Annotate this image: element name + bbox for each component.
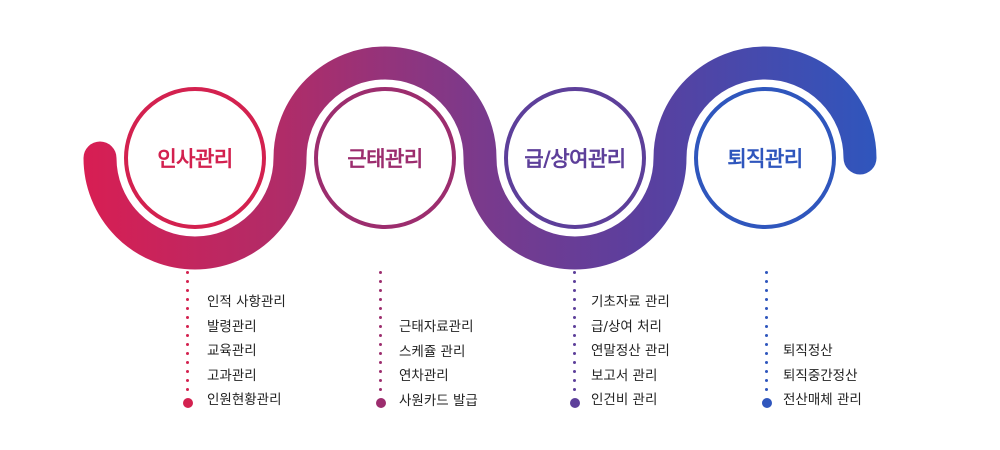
sublist-item[interactable]: 근태자료관리	[399, 319, 474, 335]
connector-dot	[185, 334, 189, 337]
dotted-connector-hr	[185, 271, 189, 397]
connector-dot	[378, 298, 382, 301]
connector-dot	[185, 379, 189, 382]
connector-dot	[572, 325, 576, 328]
sublist-item[interactable]: 퇴직중간정산	[783, 367, 858, 384]
connector-dot	[764, 271, 768, 274]
bullet-dot-hr	[183, 398, 193, 408]
connector-dot	[572, 388, 576, 391]
connector-dot	[764, 307, 768, 310]
stage-title-attendance: 근태관리	[347, 147, 423, 171]
dotted-connector-payroll	[572, 271, 576, 397]
connector-dot	[764, 361, 768, 364]
connector-dot	[378, 361, 382, 364]
connector-dot	[378, 388, 382, 391]
stage-circle-attendance[interactable]: 근태관리	[314, 87, 456, 229]
sublist-item[interactable]: 기초자료 관리	[591, 294, 670, 310]
connector-dot	[764, 298, 768, 301]
connector-dot	[572, 361, 576, 364]
connector-dot	[378, 370, 382, 373]
sublist-item[interactable]: 인원현황관리	[207, 392, 282, 409]
connector-dot	[185, 325, 189, 328]
stage-circle-payroll[interactable]: 급/상여관리	[504, 87, 646, 229]
connector-dot	[572, 316, 576, 319]
connector-dot	[185, 370, 189, 373]
connector-dot	[572, 370, 576, 373]
connector-dot	[764, 370, 768, 373]
connector-dot	[185, 343, 189, 346]
connector-dot	[764, 379, 768, 382]
connector-dot	[185, 271, 189, 274]
connector-dot	[764, 343, 768, 346]
bullet-dot-retirement	[762, 398, 772, 408]
sublist-item[interactable]: 스케쥴 관리	[399, 343, 466, 360]
connector-dot	[185, 289, 189, 292]
connector-dot	[572, 352, 576, 355]
sublist-item[interactable]: 연차관리	[399, 368, 449, 385]
connector-dot	[185, 316, 189, 319]
connector-dot	[185, 352, 189, 355]
connector-dot	[572, 271, 576, 274]
stage-title-payroll: 급/상여관리	[524, 147, 626, 171]
sublist-item[interactable]: 발령관리	[207, 318, 257, 335]
connector-dot	[185, 388, 189, 391]
connector-dot	[378, 316, 382, 319]
connector-dot	[572, 289, 576, 292]
connector-dot	[572, 343, 576, 346]
connector-dot	[764, 289, 768, 292]
connector-dot	[764, 352, 768, 355]
connector-dot	[378, 352, 382, 355]
connector-dot	[572, 307, 576, 310]
connector-dot	[378, 280, 382, 283]
connector-dot	[378, 343, 382, 346]
sublist-item[interactable]: 사원카드 발급	[399, 392, 478, 409]
connector-dot	[185, 361, 189, 364]
connector-dot	[764, 316, 768, 319]
connector-dot	[572, 379, 576, 382]
dotted-connector-retirement	[764, 271, 768, 397]
sublist-item[interactable]: 연말정산 관리	[591, 343, 670, 360]
sublist-item[interactable]: 인건비 관리	[591, 392, 658, 409]
connector-dot	[378, 289, 382, 292]
dotted-connector-attendance	[378, 271, 382, 397]
connector-dot	[185, 280, 189, 283]
stage-circle-retirement[interactable]: 퇴직관리	[694, 87, 836, 229]
connector-dot	[572, 334, 576, 337]
connector-dot	[764, 334, 768, 337]
connector-dot	[764, 388, 768, 391]
sublist-item[interactable]: 고과관리	[207, 367, 257, 384]
sublist-item[interactable]: 보고서 관리	[591, 367, 658, 384]
sublist-item[interactable]: 전산매체 관리	[783, 392, 862, 409]
bullet-dot-payroll	[570, 398, 580, 408]
stage-title-hr: 인사관리	[157, 147, 233, 171]
connector-dot	[572, 280, 576, 283]
sublist-item[interactable]: 퇴직정산	[783, 343, 833, 359]
sublist-item[interactable]: 교육관리	[207, 343, 257, 360]
connector-dot	[378, 334, 382, 337]
stage-title-retirement: 퇴직관리	[727, 147, 803, 171]
sublist-item[interactable]: 급/상여 처리	[591, 318, 662, 335]
wave-path	[83, 46, 877, 270]
connector-dot	[378, 325, 382, 328]
connector-dot	[378, 307, 382, 310]
connector-dot	[764, 325, 768, 328]
stage-circle-hr[interactable]: 인사관리	[124, 87, 266, 229]
bullet-dot-attendance	[376, 398, 386, 408]
connector-dot	[378, 271, 382, 274]
connector-dot	[185, 298, 189, 301]
connector-dot	[764, 280, 768, 283]
sublist-item[interactable]: 인적 사항관리	[207, 294, 286, 310]
connector-dot	[378, 379, 382, 382]
connector-dot	[572, 298, 576, 301]
connector-dot	[185, 307, 189, 310]
